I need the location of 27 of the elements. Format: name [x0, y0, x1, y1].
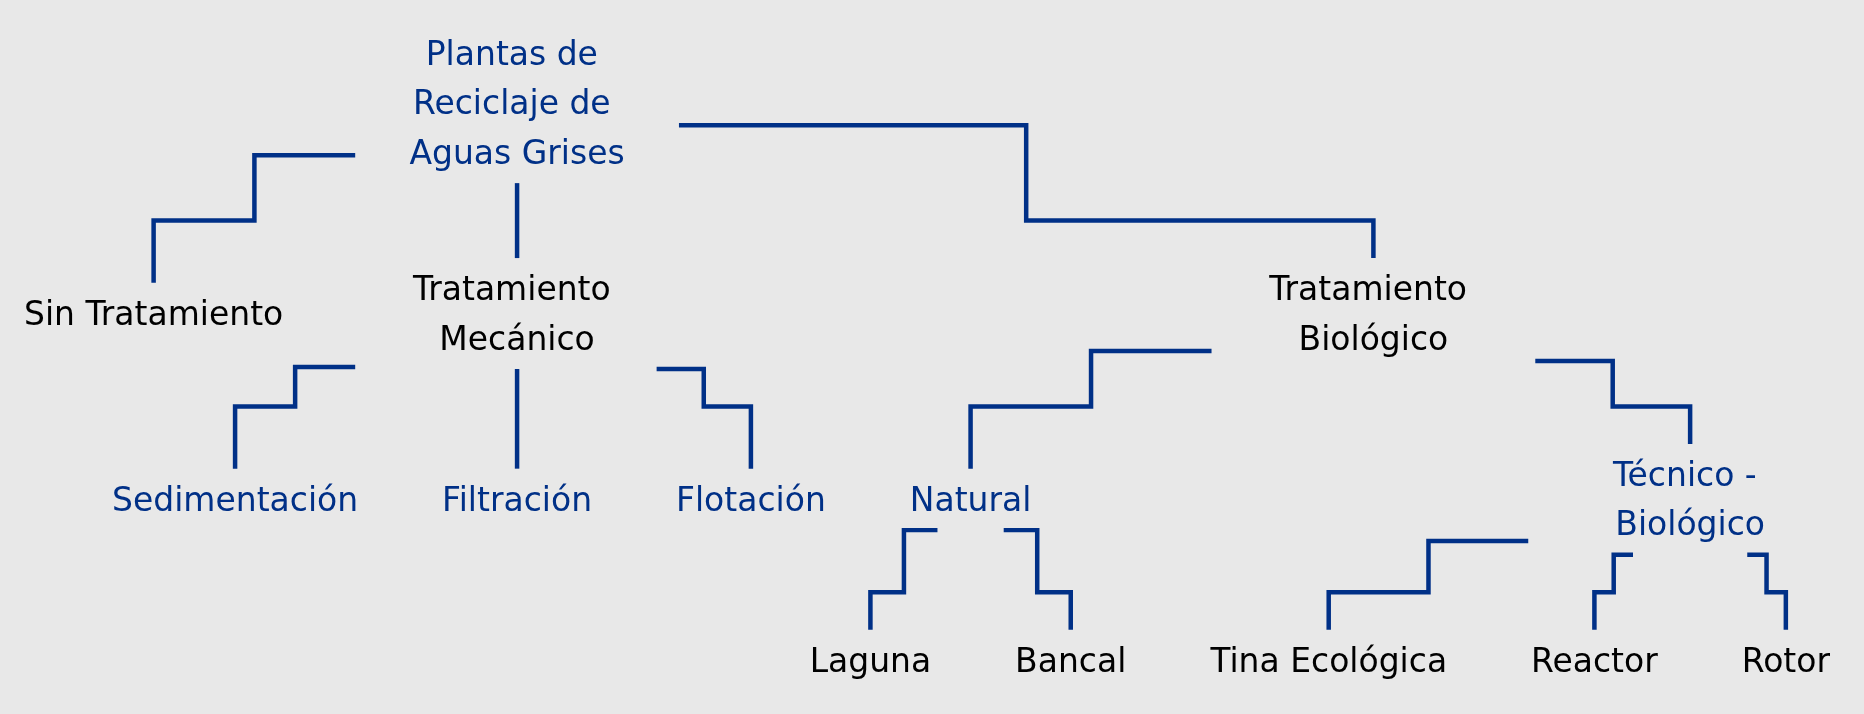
connector — [968, 348, 1212, 471]
node-text: Laguna — [809, 641, 932, 680]
node-text: Filtración — [442, 480, 593, 519]
connector — [232, 364, 356, 471]
node-text: Reactor — [1531, 641, 1658, 680]
connector — [868, 527, 938, 633]
connector — [1592, 552, 1633, 633]
node-text: Flotación — [675, 480, 826, 519]
node-text: Tina Ecológica — [1210, 641, 1448, 680]
node-text: Sin Tratamiento — [23, 294, 284, 333]
connector — [1535, 358, 1693, 447]
connector — [656, 366, 754, 471]
node-text: Técnico - Biológico — [1613, 455, 1765, 543]
connector — [514, 180, 520, 261]
node-text: Natural — [909, 480, 1032, 519]
connector — [678, 122, 1376, 261]
connector — [1326, 538, 1529, 633]
node-text: Tratamiento Biológico — [1269, 270, 1468, 357]
connector — [151, 153, 356, 286]
node-text: Tratamiento Mecánico — [412, 270, 611, 357]
node-text: Plantas de Reciclaje de Aguas Grises — [409, 34, 625, 172]
node-text: Sedimentación — [112, 480, 359, 519]
connector — [514, 366, 520, 471]
node-text: Bancal — [1015, 641, 1127, 680]
connector — [1003, 527, 1073, 633]
node-text: Rotor — [1741, 641, 1830, 680]
connector — [1747, 552, 1789, 633]
